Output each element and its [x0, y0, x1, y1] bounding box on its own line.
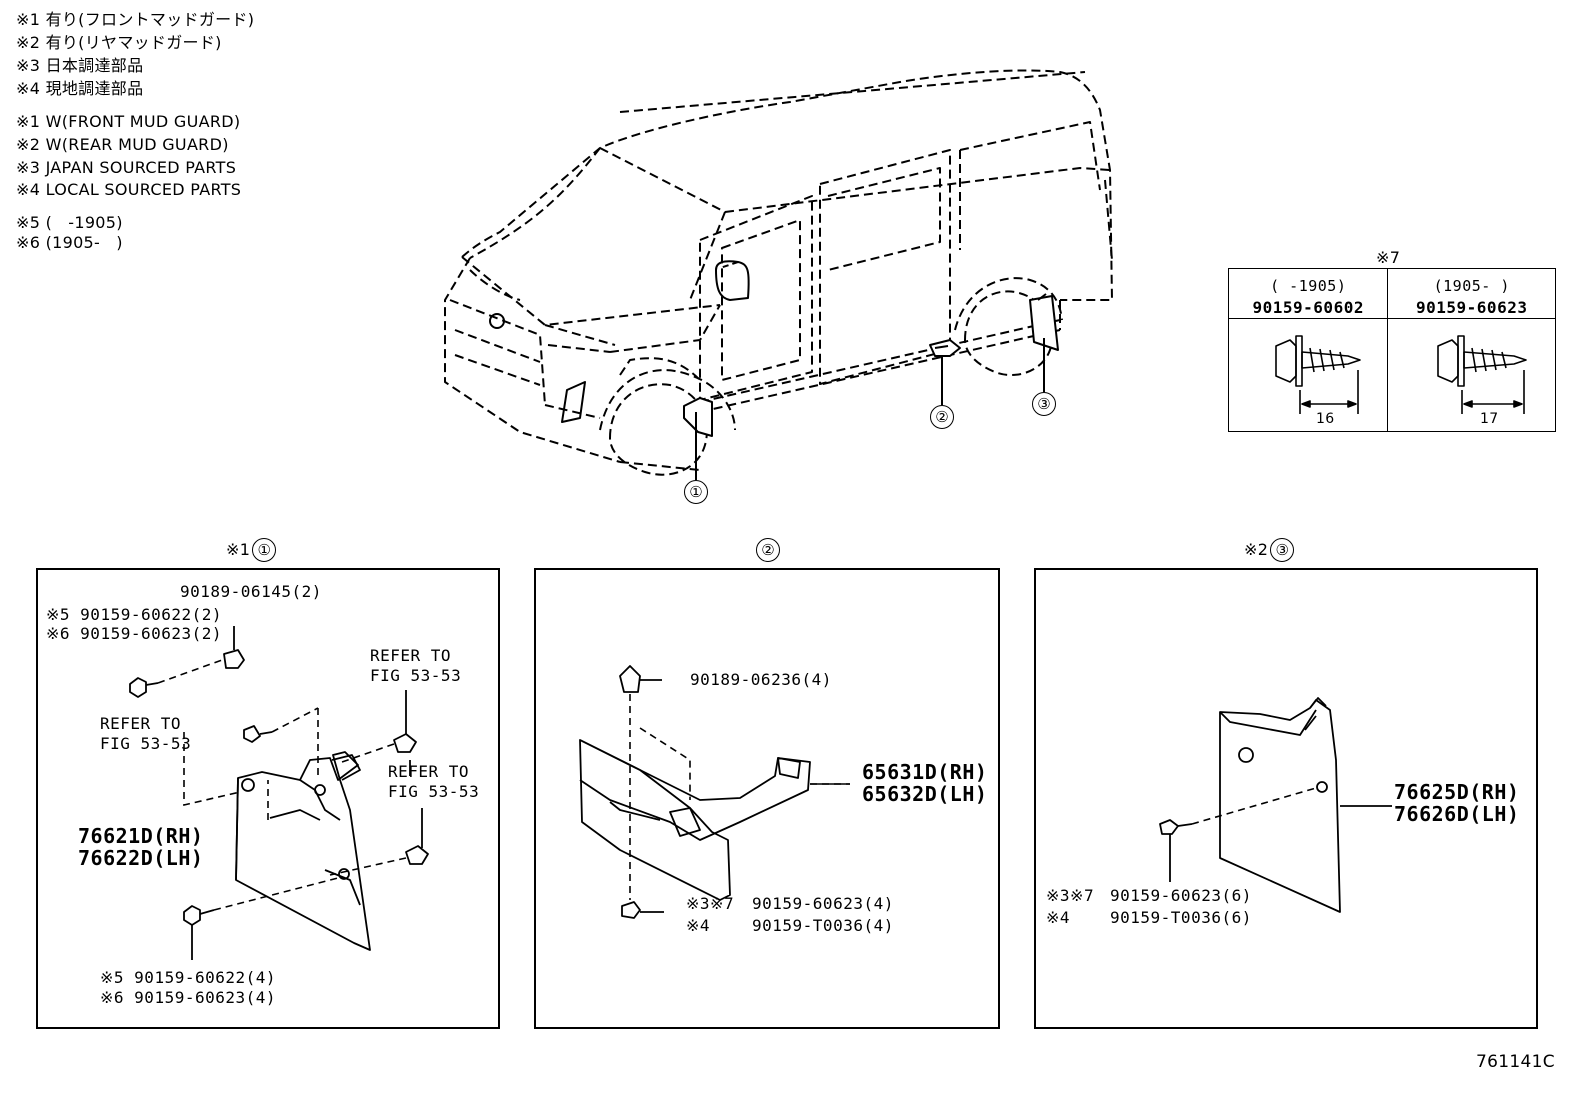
- panel-2-local-part: 90159-T0036(4): [752, 916, 894, 935]
- panel-3-header-mark: ※2: [1244, 540, 1269, 559]
- panel-1-refer-r-1: REFER TO: [388, 762, 470, 781]
- screw-col-2-header: (1905- ) 90159-60623: [1387, 268, 1556, 319]
- panel-2-screw-part: 90159-60623(4): [752, 894, 894, 913]
- panel-3-screw-mark: ※3※7: [1046, 886, 1095, 905]
- screw-col-2-date: (1905- ): [1433, 277, 1510, 295]
- callout-2: ②: [930, 405, 954, 429]
- bolt-top: [129, 677, 159, 698]
- panel-1-header: ※1 ①: [226, 538, 277, 562]
- panel-1-refer-tr-2: FIG 53-53: [370, 666, 462, 685]
- legend-en-4: ※4 LOCAL SOURCED PARTS: [16, 180, 242, 199]
- panel-2-screw-mark: ※3※7: [686, 894, 735, 913]
- panel-1-bolt-top-6: ※6 90159-60623(2): [46, 624, 223, 643]
- panel-3-local-mark: ※4: [1046, 908, 1071, 927]
- legend-date-6: ※6 (1905- ): [16, 233, 123, 252]
- screw-col-2-part: 90159-60623: [1416, 298, 1528, 317]
- legend-jp-2: ※2 有り(リヤマッドガード): [16, 33, 222, 52]
- panel-3-part-rh: 76625D(RH): [1394, 780, 1520, 804]
- panel-2: [534, 568, 1000, 1029]
- panel-1-bolt-top-5: ※5 90159-60622(2): [46, 605, 223, 624]
- screw-table: ( -1905) 90159-60602 (1905- ) 90159-6062…: [1227, 268, 1556, 432]
- panel-1-refer-left-2: FIG 53-53: [100, 734, 192, 753]
- screw-col-2-drawing: [1387, 318, 1556, 432]
- legend-jp-4: ※4 現地調達部品: [16, 79, 144, 98]
- figure-id: 761141C: [1476, 1052, 1555, 1072]
- panel-1-refer-tr-1: REFER TO: [370, 646, 452, 665]
- panel-3-screw-part: 90159-60623(6): [1110, 886, 1252, 905]
- panel-2-local-mark: ※4: [686, 916, 711, 935]
- screw-col-1-header: ( -1905) 90159-60602: [1227, 268, 1389, 319]
- legend-en-3: ※3 JAPAN SOURCED PARTS: [16, 158, 237, 177]
- panel-1-bolt-bot-5: ※5 90159-60622(4): [100, 968, 277, 987]
- panel-2-header: ②: [756, 538, 780, 562]
- legend-en-2: ※2 W(REAR MUD GUARD): [16, 135, 229, 154]
- panel-3-header: ※2 ③: [1244, 538, 1295, 562]
- screw-col-1-length: 16: [1316, 411, 1335, 427]
- legend-date-5: ※5 ( -1905): [16, 213, 123, 232]
- panel-1-header-circle: ①: [252, 538, 277, 562]
- callout-1: ①: [684, 480, 708, 504]
- panel-2-part-lh: 65632D(LH): [862, 782, 988, 806]
- van-outline: [444, 69, 1113, 476]
- panel-1-bolt-bot-6: ※6 90159-60623(4): [100, 988, 277, 1007]
- panel-2-part-rh: 65631D(RH): [862, 760, 988, 784]
- panel-1-part-rh: 76621D(RH): [78, 824, 204, 848]
- panel-3-local-part: 90159-T0036(6): [1110, 908, 1252, 927]
- legend-jp-3: ※3 日本調達部品: [16, 56, 144, 75]
- panel-1-clip-top-label: 90189-06145(2): [180, 582, 322, 601]
- panel-1-part-lh: 76622D(LH): [78, 846, 204, 870]
- panel-2-header-circle: ②: [756, 538, 780, 562]
- panel-1-refer-r-2: FIG 53-53: [388, 782, 480, 801]
- panel-3-header-circle: ③: [1270, 538, 1295, 562]
- screw-col-2-length: 17: [1480, 411, 1499, 427]
- legend-jp-1: ※1 有り(フロントマッドガード): [16, 10, 255, 29]
- callout-3: ③: [1032, 392, 1056, 416]
- screw-col-1-drawing: [1227, 318, 1389, 432]
- screw-col-1-part: 90159-60602: [1252, 298, 1364, 317]
- panel-3-part-lh: 76626D(LH): [1394, 802, 1520, 826]
- legend-en-1: ※1 W(FRONT MUD GUARD): [16, 112, 241, 131]
- panel-2-clip-label: 90189-06236(4): [690, 670, 832, 689]
- screw-table-title: ※7: [1376, 248, 1401, 267]
- panel-1: [36, 568, 500, 1029]
- panel-1-header-mark: ※1: [226, 540, 251, 559]
- panel-3: [1034, 568, 1538, 1029]
- panel-1-refer-left-1: REFER TO: [100, 714, 182, 733]
- screw-col-1-date: ( -1905): [1270, 277, 1347, 295]
